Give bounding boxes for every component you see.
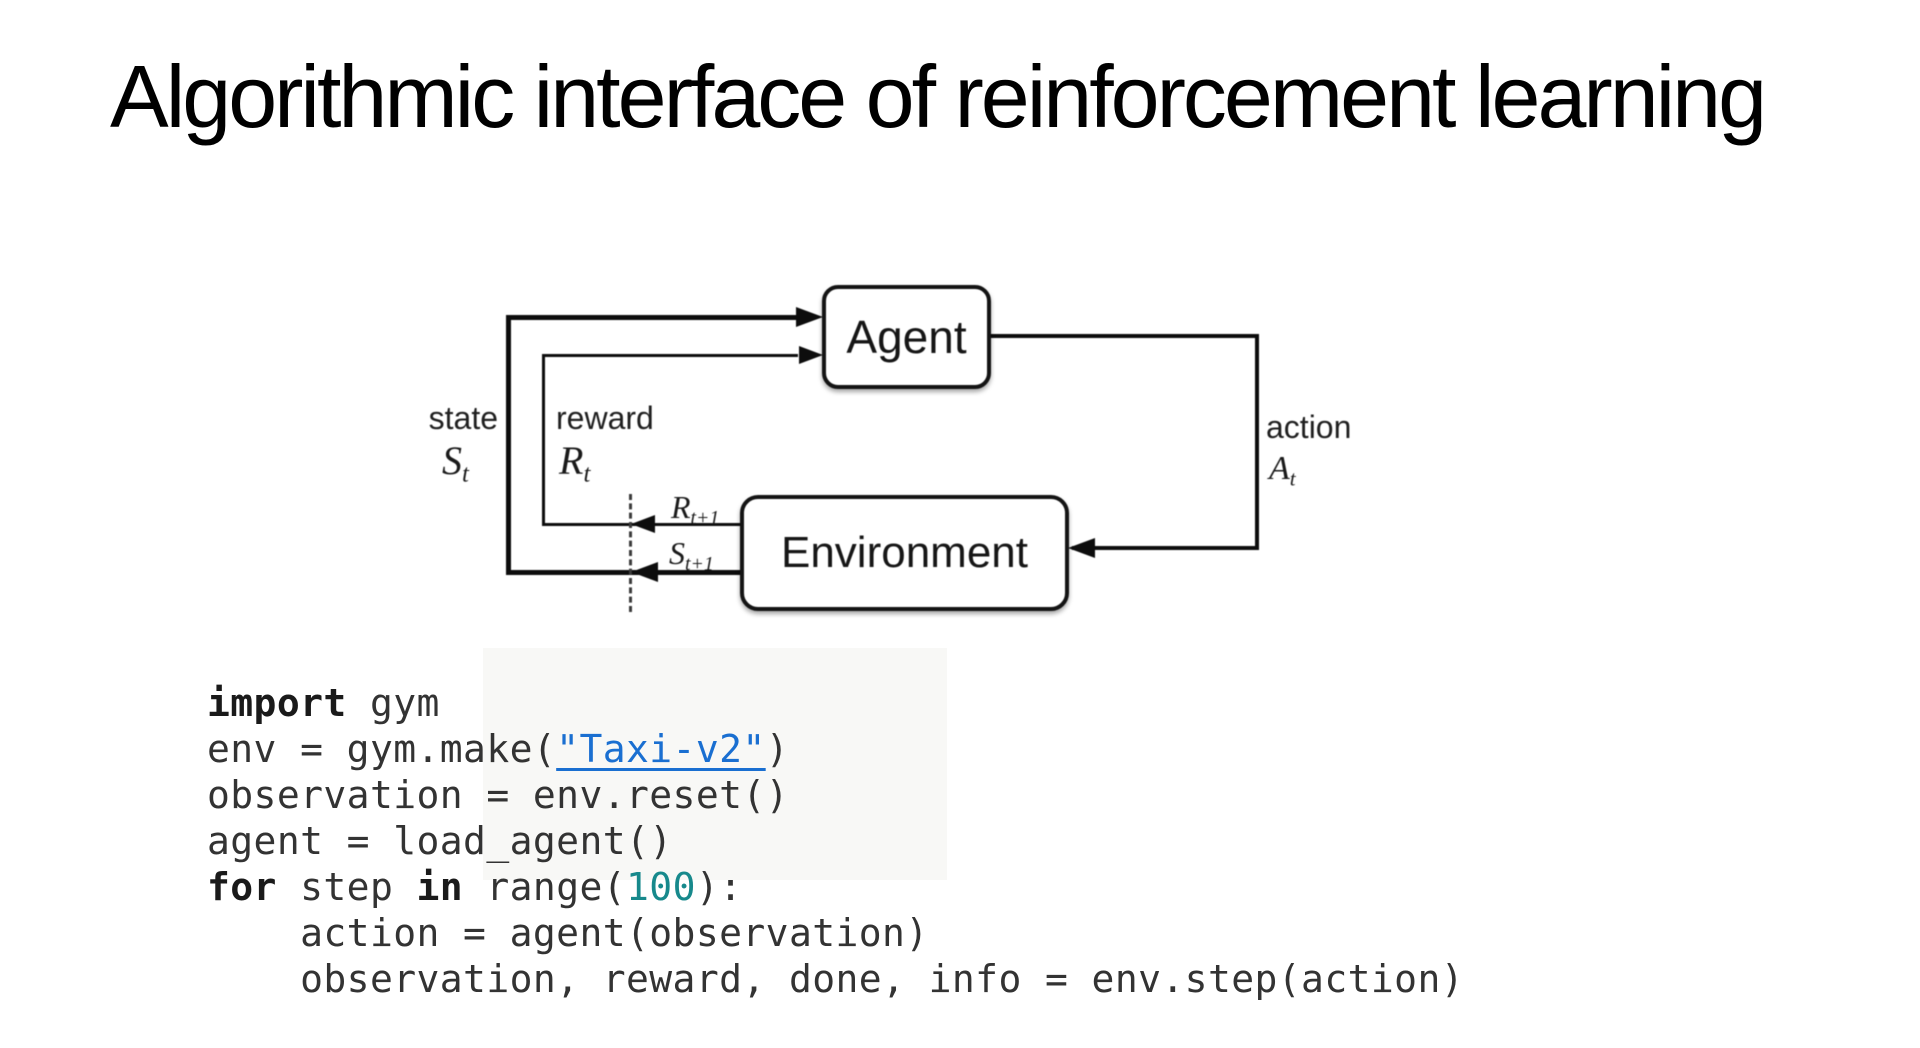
state-label: state: [428, 400, 498, 436]
page-title: Algorithmic interface of reinforcement l…: [110, 47, 1767, 146]
action-line-bottom: [1072, 546, 1259, 550]
code-line: import gym: [207, 680, 1464, 726]
arrowhead-state-into-agent: [796, 307, 823, 327]
code-segment: agent = load_agent(): [207, 819, 673, 863]
reward-line-vertical: [542, 354, 545, 526]
code-segment: observation, reward, done, info = env.st…: [207, 957, 1465, 1001]
code-line: agent = load_agent(): [207, 818, 1464, 864]
reward-symbol-subscript: t: [583, 460, 591, 488]
action-line-vertical: [1255, 334, 1259, 550]
agent-label: Agent: [846, 311, 967, 363]
code-segment: ):: [695, 865, 743, 909]
code-segment: ): [765, 727, 789, 771]
arrowhead-next-state: [631, 562, 658, 582]
arrowhead-next-reward: [631, 515, 655, 533]
reward-line-top: [542, 354, 798, 357]
action-line-out: [987, 334, 1259, 338]
next-reward-symbol-subscript: t+1: [690, 506, 720, 529]
code-line: action = agent(observation): [207, 910, 1464, 956]
code-segment: 100: [626, 865, 696, 909]
action-symbol-subscript: t: [1289, 466, 1296, 491]
state-line-vertical: [506, 315, 511, 575]
environment-label: Environment: [780, 528, 1028, 577]
code-line: observation, reward, done, info = env.st…: [207, 956, 1464, 1002]
environment-box: Environment: [740, 495, 1069, 611]
code-segment: gym: [346, 681, 440, 725]
next-state-symbol-letter: S: [669, 535, 685, 571]
code-segment: for: [207, 865, 277, 909]
action-label: action: [1266, 409, 1352, 445]
action-symbol: At: [1269, 450, 1296, 491]
code-segment: step: [276, 865, 417, 909]
action-symbol-letter: A: [1269, 450, 1290, 487]
code-segment: import: [207, 681, 347, 725]
next-reward-symbol-letter: R: [671, 489, 691, 525]
code-line: for step in range(100):: [207, 864, 1464, 910]
arrowhead-reward-into-agent: [799, 346, 823, 364]
next-reward-symbol: Rt+1: [671, 489, 719, 530]
next-state-symbol-subscript: t+1: [685, 552, 714, 575]
next-state-symbol: St+1: [669, 535, 714, 576]
pasted-image-background: [483, 648, 947, 880]
state-symbol: St: [442, 437, 469, 488]
code-segment: action = agent(observation): [207, 911, 929, 955]
code-segment: env = gym.make(: [207, 727, 557, 771]
reward-symbol-letter: R: [559, 438, 584, 483]
reward-symbol: Rt: [559, 437, 590, 488]
reward-label: reward: [556, 400, 654, 436]
code-segment: range(: [463, 865, 627, 909]
code-segment: in: [416, 865, 464, 909]
code-line: env = gym.make("Taxi-v2"): [207, 726, 1464, 772]
state-symbol-subscript: t: [462, 460, 469, 488]
arrowhead-action-into-environment: [1068, 538, 1095, 558]
code-segment: observation = env.reset(): [207, 773, 789, 817]
state-line-top: [506, 315, 798, 320]
taxi-v2-link[interactable]: "Taxi-v2": [556, 727, 766, 771]
state-symbol-letter: S: [442, 438, 462, 483]
next-state-line: [508, 570, 740, 575]
time-boundary-dashed-line: [629, 494, 632, 612]
agent-box: Agent: [822, 285, 991, 389]
code-line: observation = env.reset(): [207, 772, 1464, 818]
